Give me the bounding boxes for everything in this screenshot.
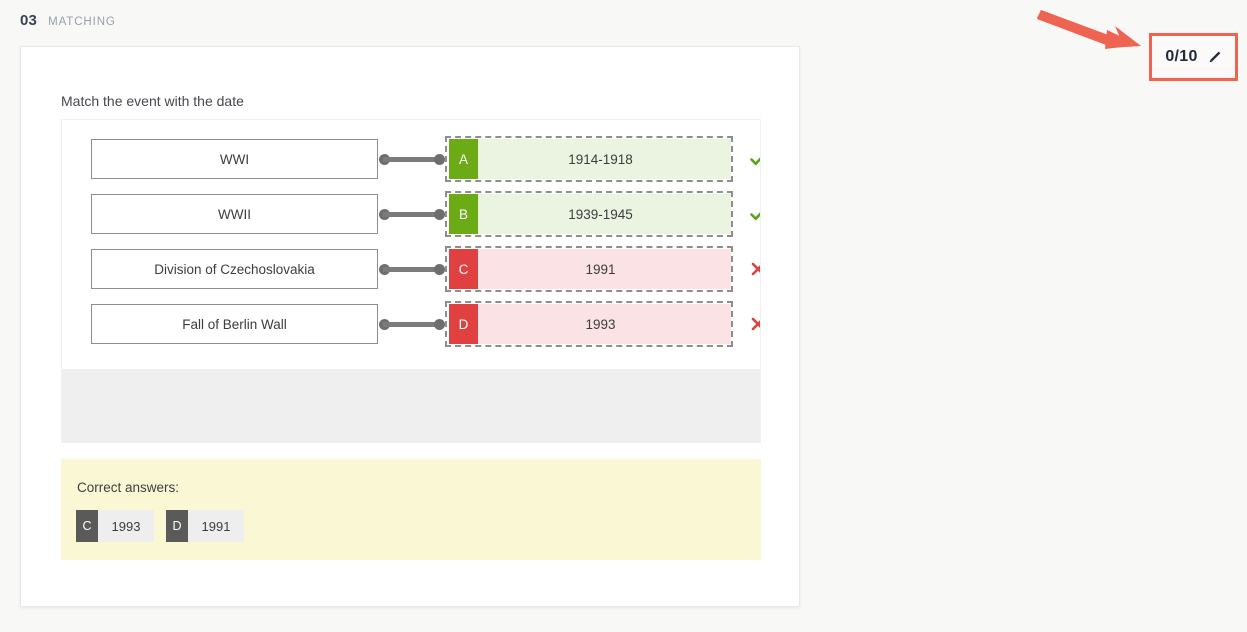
pill-value: 1993 — [98, 510, 154, 542]
matching-area: WWI A 1914-1918 WWII — [61, 119, 761, 443]
connector-dot-right — [434, 318, 445, 330]
cross-icon — [738, 249, 760, 289]
connector-bar — [383, 266, 441, 272]
check-icon — [738, 139, 760, 179]
question-header: 03 MATCHING — [20, 12, 116, 29]
cross-icon — [738, 304, 760, 344]
pill-value: 1991 — [188, 510, 244, 542]
correct-answers-panel: Correct answers: C 1993 D 1991 — [61, 459, 761, 560]
term-box[interactable]: Fall of Berlin Wall — [91, 304, 378, 344]
connector-bar — [383, 321, 441, 327]
answer-letter-badge: C — [449, 249, 478, 289]
term-box[interactable]: Division of Czechoslovakia — [91, 249, 378, 289]
correct-answers-list: C 1993 D 1991 — [76, 510, 244, 542]
connector-bar — [383, 156, 441, 162]
term-box[interactable]: WWI — [91, 139, 378, 179]
answer-text: 1991 — [585, 261, 616, 277]
pill-letter: D — [166, 510, 188, 542]
answer-chip[interactable]: B 1939-1945 — [449, 194, 731, 234]
connector-dot-right — [434, 208, 445, 220]
answer-text: 1939-1945 — [568, 206, 633, 222]
connector-line — [379, 139, 445, 179]
check-icon — [738, 194, 760, 234]
pill-letter: C — [76, 510, 98, 542]
question-card: Match the event with the date WWI A 1914… — [20, 46, 800, 607]
answer-chip[interactable]: A 1914-1918 — [449, 139, 731, 179]
answer-drop-zone[interactable] — [62, 369, 760, 442]
answer-chip[interactable]: C 1991 — [449, 249, 731, 289]
annotation-arrow-icon — [1037, 10, 1141, 49]
answer-chip[interactable]: D 1993 — [449, 304, 731, 344]
drop-target[interactable] — [445, 301, 733, 347]
table-row: WWII B 1939-1945 — [62, 191, 760, 237]
score-value: 0/10 — [1165, 48, 1198, 65]
question-prompt: Match the event with the date — [61, 93, 244, 109]
connector-dot-right — [434, 153, 445, 165]
drop-target[interactable] — [445, 246, 733, 292]
correct-answers-title: Correct answers: — [77, 480, 180, 495]
connector-dot-right — [434, 263, 445, 275]
question-number: 03 — [20, 12, 38, 29]
connector-line — [379, 194, 445, 234]
answer-letter-badge: A — [449, 139, 478, 179]
drop-zone-notch — [391, 349, 435, 369]
list-item: D 1991 — [166, 510, 244, 542]
connector-line — [379, 304, 445, 344]
table-row: Fall of Berlin Wall D 1993 — [62, 301, 760, 347]
list-item: C 1993 — [76, 510, 154, 542]
connector-bar — [383, 211, 441, 217]
answer-letter-badge: B — [449, 194, 478, 234]
pencil-icon[interactable] — [1207, 50, 1222, 65]
answer-text: 1993 — [585, 316, 616, 332]
question-type-label: MATCHING — [48, 16, 116, 28]
table-row: Division of Czechoslovakia C 1991 — [62, 246, 760, 292]
answer-text: 1914-1918 — [568, 151, 633, 167]
term-box[interactable]: WWII — [91, 194, 378, 234]
table-row: WWI A 1914-1918 — [62, 136, 760, 182]
drop-target[interactable] — [445, 136, 733, 182]
answer-letter-badge: D — [449, 304, 478, 344]
drop-target[interactable] — [445, 191, 733, 237]
connector-line — [379, 249, 445, 289]
score-badge[interactable]: 0/10 — [1149, 33, 1238, 81]
